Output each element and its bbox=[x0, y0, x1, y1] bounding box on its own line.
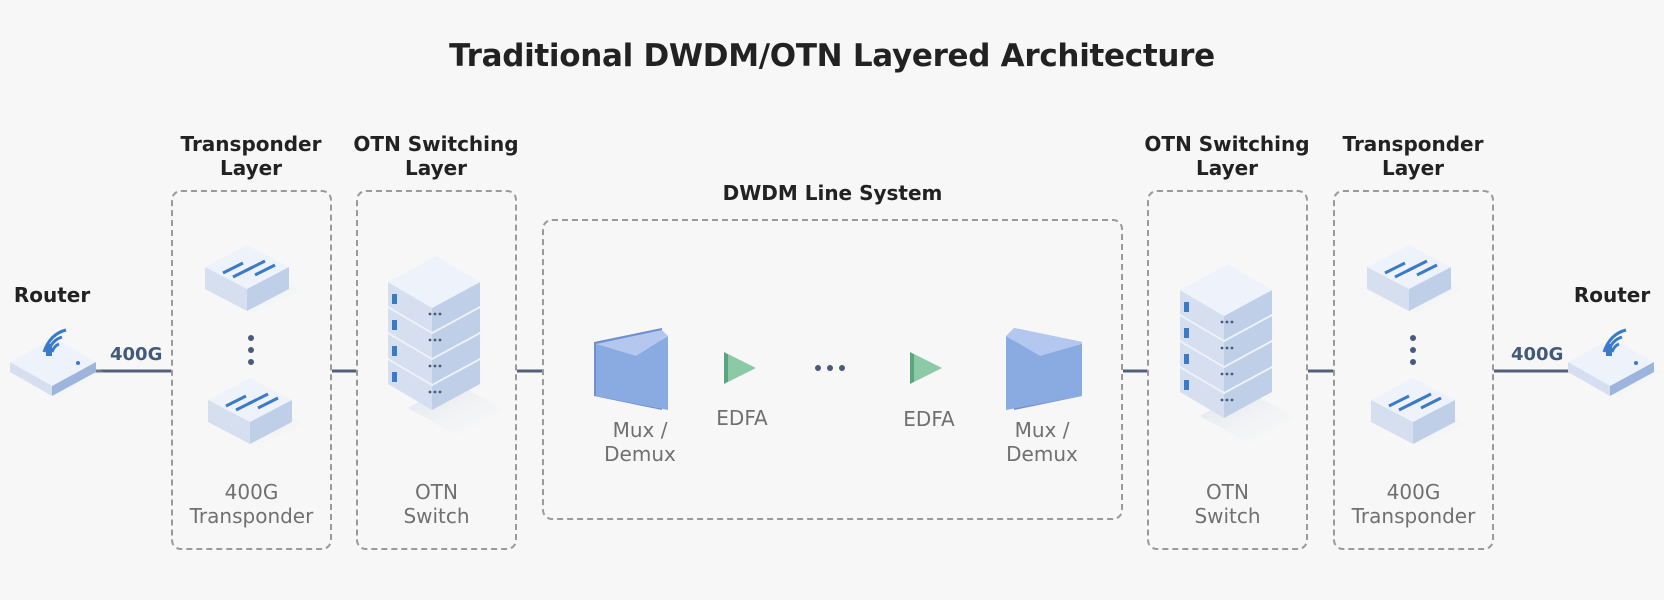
right-otn-box bbox=[1147, 190, 1308, 550]
left-transponder-ellipsis bbox=[248, 335, 254, 365]
dwdm-line-system-box bbox=[542, 219, 1123, 520]
left-transponder-bottom-icon bbox=[208, 378, 304, 446]
right-transponder-box bbox=[1333, 190, 1494, 550]
left-otn-layer-header: OTN Switching Layer bbox=[353, 132, 519, 180]
left-transponder-top-icon bbox=[205, 245, 301, 313]
left-transponder-label: 400G Transponder bbox=[189, 480, 314, 528]
dwdm-span-ellipsis bbox=[815, 365, 845, 371]
diagram-title: Traditional DWDM/OTN Layered Architectur… bbox=[449, 38, 1215, 74]
mux-demux-right-icon bbox=[1006, 328, 1082, 410]
left-otn-switch-icon bbox=[388, 256, 504, 436]
left-router-label: Router bbox=[13, 283, 91, 307]
right-otn-switch-icon bbox=[1180, 264, 1296, 444]
right-router-icon bbox=[1568, 328, 1664, 398]
edfa-right-label: EDFA bbox=[903, 407, 955, 431]
left-transponder-box bbox=[171, 190, 332, 550]
right-transponder-layer-header: Transponder Layer bbox=[1342, 132, 1484, 180]
right-otn-layer-header: OTN Switching Layer bbox=[1144, 132, 1310, 180]
right-transponder-bottom-icon bbox=[1371, 378, 1467, 446]
right-transponder-label: 400G Transponder bbox=[1351, 480, 1476, 528]
mux-demux-right-label: Mux / Demux bbox=[1006, 418, 1078, 466]
left-transponder-layer-header: Transponder Layer bbox=[180, 132, 322, 180]
right-router-label: Router bbox=[1573, 283, 1651, 307]
right-otn-switch-label: OTN Switch bbox=[1194, 480, 1261, 528]
edfa-left-icon bbox=[724, 352, 756, 384]
right-transponder-top-icon bbox=[1367, 245, 1463, 313]
edfa-right-icon bbox=[910, 352, 942, 384]
right-transponder-ellipsis bbox=[1410, 335, 1416, 365]
mux-demux-left-icon bbox=[594, 328, 668, 410]
right-link-speed: 400G bbox=[1511, 344, 1564, 365]
edfa-left-label: EDFA bbox=[716, 406, 768, 430]
left-otn-box bbox=[356, 190, 517, 550]
left-router-icon bbox=[10, 328, 104, 398]
left-otn-switch-label: OTN Switch bbox=[403, 480, 470, 528]
left-link-speed: 400G bbox=[110, 344, 163, 365]
mux-demux-left-label: Mux / Demux bbox=[604, 418, 676, 466]
dwdm-line-system-header: DWDM Line System bbox=[722, 181, 943, 205]
